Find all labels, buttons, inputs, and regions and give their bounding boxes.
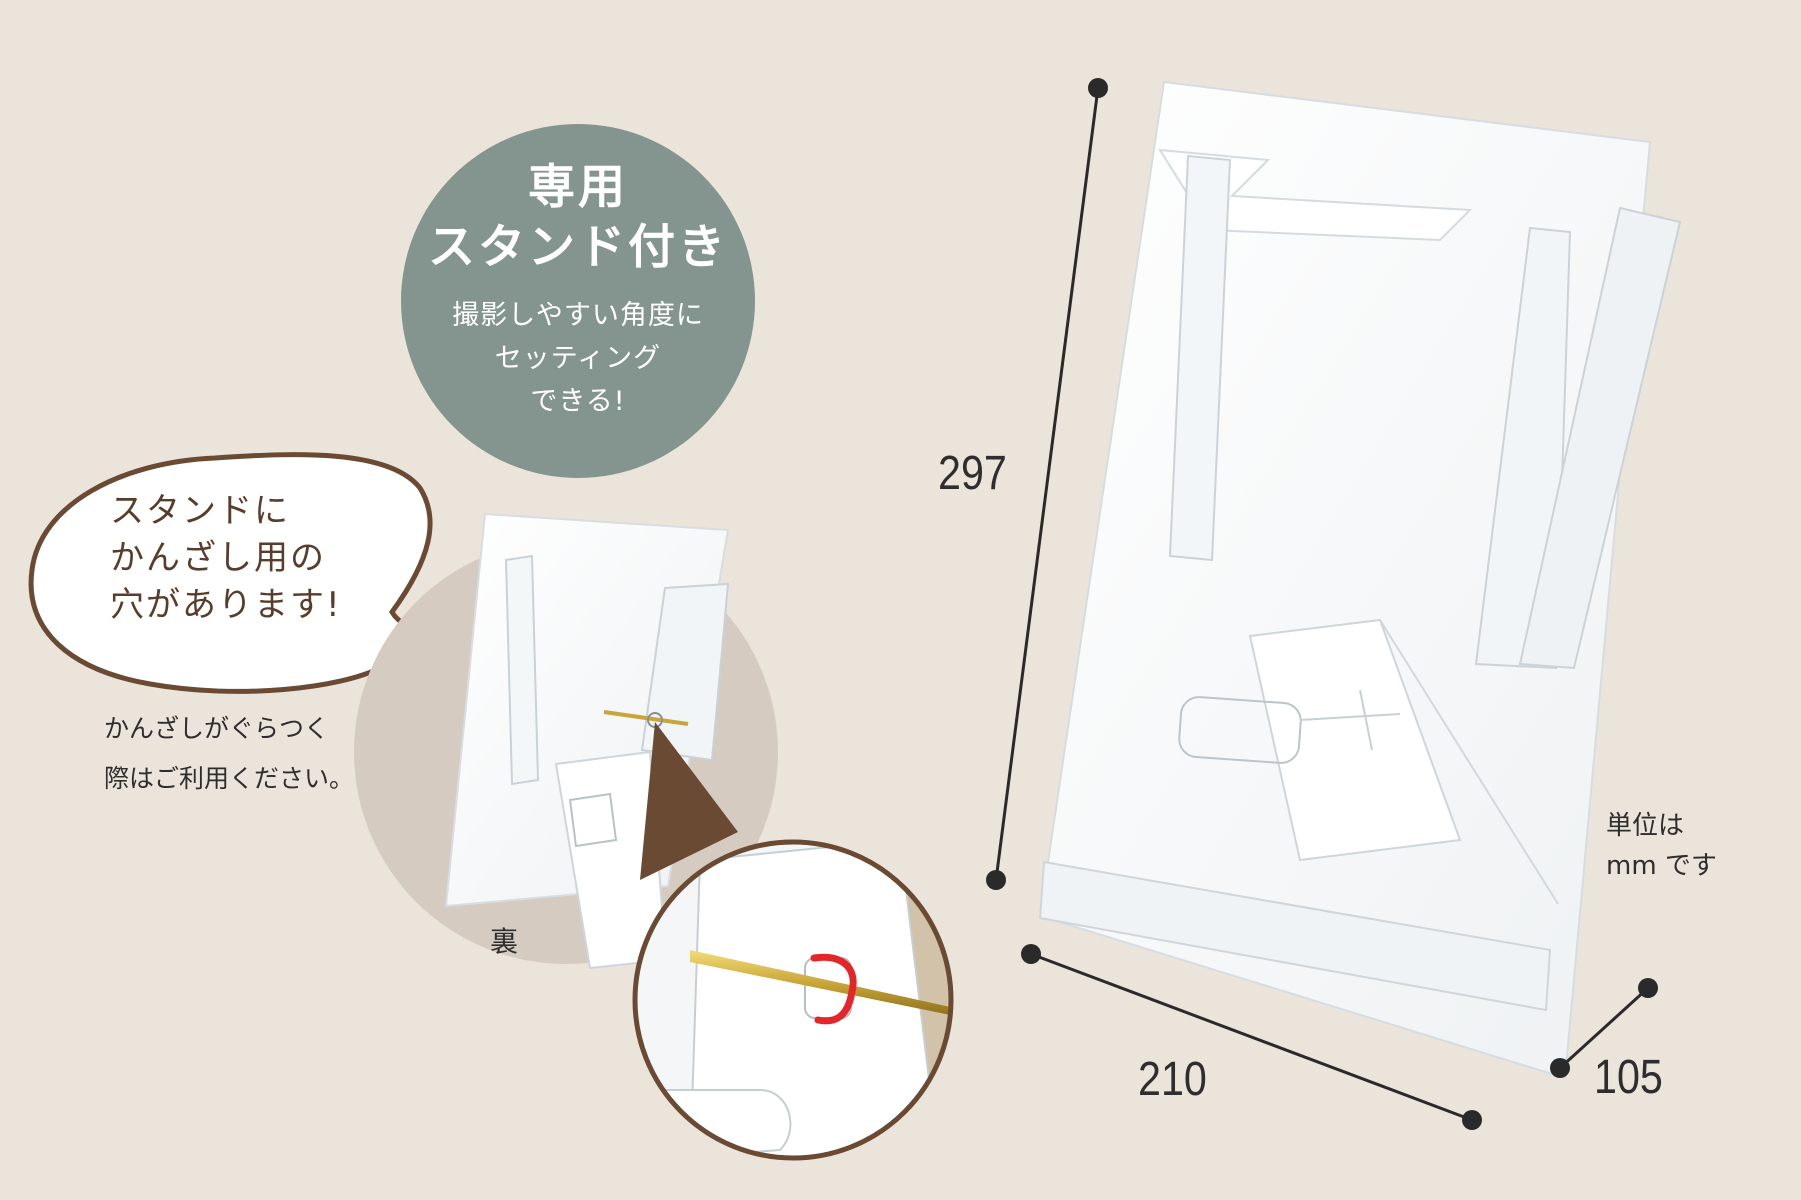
width-dimension-label: 210 bbox=[1138, 1053, 1207, 1106]
height-dimension-label: 297 bbox=[938, 447, 1007, 500]
dimension-lines bbox=[986, 78, 1658, 1130]
badge-subtitle-line: セッティング bbox=[494, 343, 662, 374]
hairpin-hole-zoom bbox=[632, 839, 954, 1161]
back-view-stand bbox=[444, 512, 730, 970]
usage-note: かんざしがぐらつく 際はご利用ください。 bbox=[104, 704, 434, 804]
badge-title-line: 専用 bbox=[528, 160, 628, 215]
badge-subtitle: 撮影しやすい角度に セッティング できる! bbox=[401, 294, 755, 423]
badge-title-line: スタンド付き bbox=[428, 220, 728, 275]
speech-line: スタンドに bbox=[110, 491, 290, 531]
speech-bubble-text: スタンドに かんざし用の 穴があります! bbox=[110, 488, 400, 629]
depth-dimension-label: 105 bbox=[1594, 1051, 1663, 1104]
note-line: 際はご利用ください。 bbox=[104, 764, 355, 793]
speech-line: かんざし用の bbox=[110, 538, 326, 578]
badge-subtitle-line: 撮影しやすい角度に bbox=[452, 300, 704, 331]
unit-line: 単位は bbox=[1606, 811, 1685, 841]
main-stand bbox=[1038, 80, 1682, 1080]
back-view-label: 裏 bbox=[490, 925, 519, 958]
highlight-marker bbox=[810, 953, 857, 1025]
badge-subtitle-line: できる! bbox=[530, 386, 626, 417]
note-line: かんざしがぐらつく bbox=[104, 714, 330, 743]
unit-line: mm です bbox=[1606, 851, 1717, 881]
unit-note: 単位は mm です bbox=[1606, 806, 1717, 886]
feature-badge: 専用 スタンド付き 撮影しやすい角度に セッティング できる! bbox=[401, 124, 755, 478]
zoom-pointer bbox=[640, 722, 738, 880]
speech-line: 穴があります! bbox=[110, 585, 342, 625]
badge-title: 専用 スタンド付き bbox=[401, 158, 755, 278]
